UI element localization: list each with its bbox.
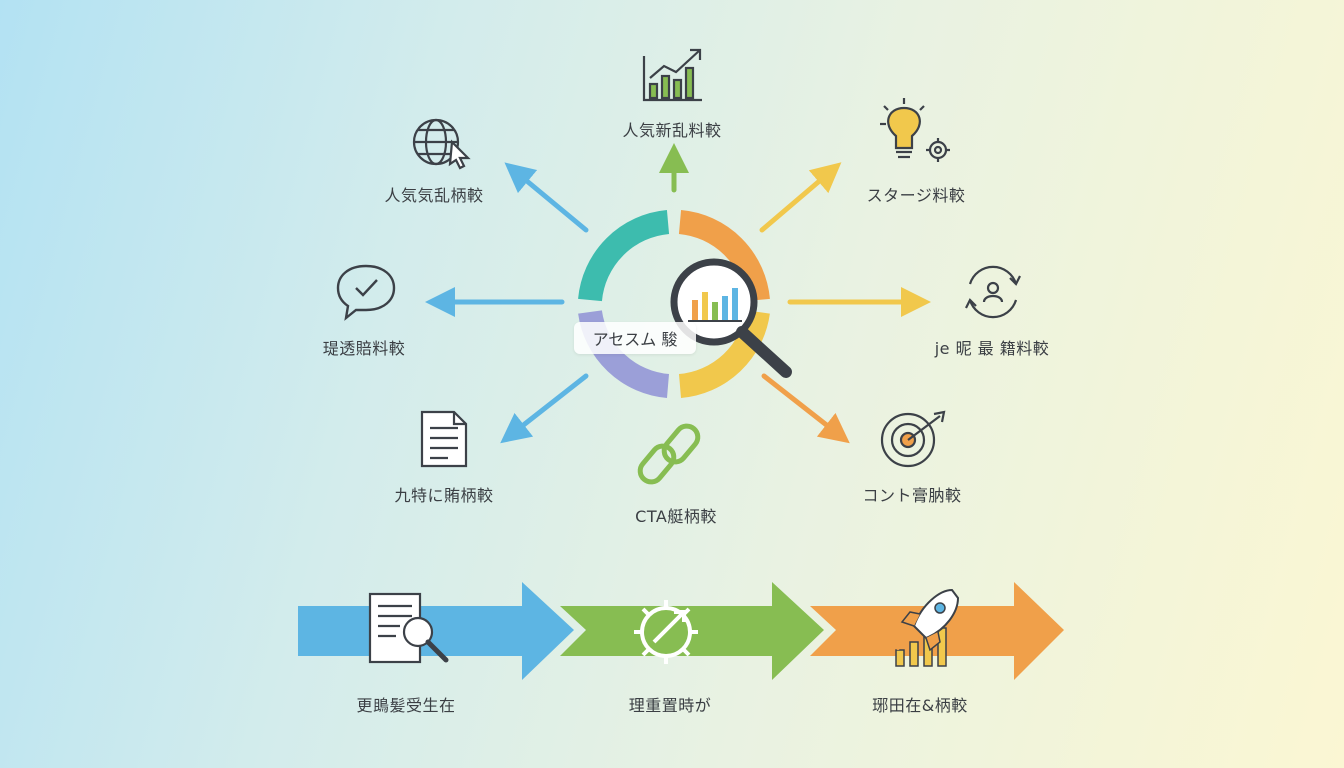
node-label-right: je 昵 最 籍料較 [934,339,1050,358]
ring-segment-orange [678,210,770,302]
arrow-bottom-left [500,373,589,444]
ring-segment-teal [578,210,670,302]
arrow-top-left [504,162,589,233]
center-label: アセスム 駿 [574,322,696,354]
arrow-top-right [759,162,842,233]
magnifier-chart-icon [670,258,792,378]
node-label-top-left: 人気気乱柄較 [384,186,484,205]
rocket-chart-icon [895,588,960,667]
process-arrow-blue [298,582,574,680]
document-magnifier-icon [368,592,449,664]
chain-link-icon [637,423,701,485]
arrow-bottom-right [761,373,850,444]
node-label-bottom-left: 九特に賄柄較 [394,486,494,505]
user-refresh-icon [965,265,1021,319]
lightbulb-gear-icon [880,98,950,162]
node-label-top-right: スタージ料較 [866,186,966,205]
target-dart-icon [880,410,946,468]
bar-chart-up-icon [642,48,702,102]
ring-segment-yellow [678,309,770,398]
node-label-bottom: CTA艇柄較 [635,507,717,526]
node-label-bottom-right: コント膏肭較 [862,486,962,505]
process-label-3: 琊田在&柄較 [872,696,968,715]
node-label-top: 人気新乱料較 [622,121,722,140]
process-label-2: 理重置時が [628,696,712,715]
globe-cursor-icon [412,118,471,170]
chat-check-icon [336,264,396,321]
gear-arrow-icon [634,600,698,664]
radial-arrows [425,143,931,444]
document-icon [420,410,468,468]
node-label-left: 瑅透賠料較 [322,339,406,358]
process-label-1: 更鴡髪受生在 [356,696,456,715]
